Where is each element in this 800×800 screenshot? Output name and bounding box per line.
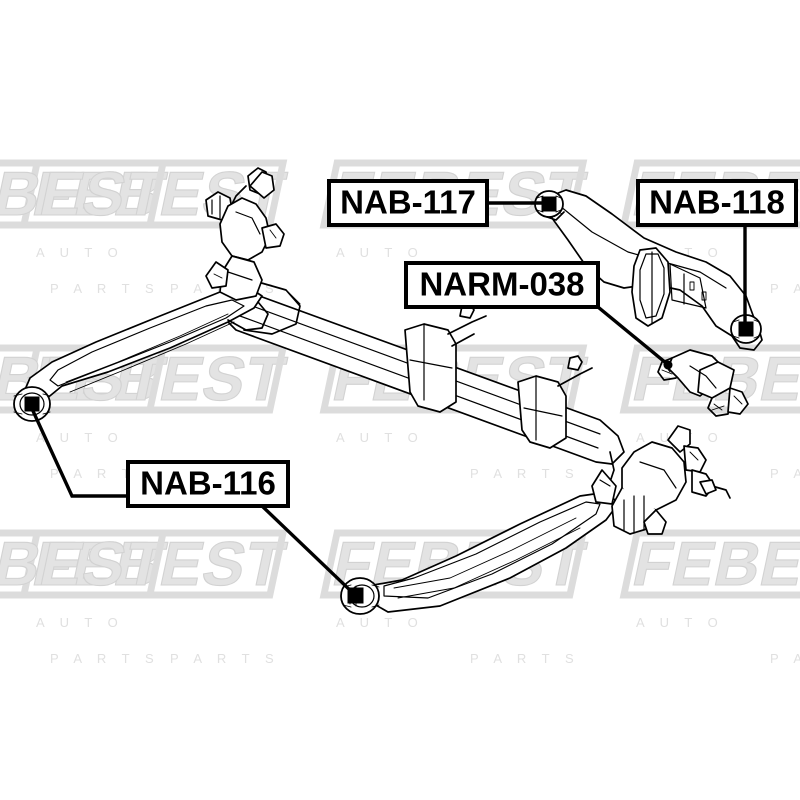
bushing-nab-116-left	[13, 386, 51, 422]
leader-narm-038	[595, 304, 669, 366]
bushing-nab-117	[534, 190, 564, 218]
callout-nab-117-label: NAB-117	[340, 184, 476, 221]
callout-nab-118-label: NAB-118	[649, 184, 785, 221]
callout-narm-038-box	[404, 261, 600, 309]
part-spring-seat-bracket-2	[517, 355, 593, 449]
part-link-arm	[657, 349, 749, 417]
callout-nab-116-box	[126, 460, 290, 508]
callout-nab-116[interactable]: NAB-116	[126, 460, 290, 508]
leader-nab-116-left	[30, 408, 130, 498]
leader-lines	[30, 201, 747, 596]
callout-nab-118[interactable]: NAB-118	[636, 179, 798, 227]
callout-nab-117[interactable]: NAB-117	[327, 179, 489, 227]
callout-nab-117-box	[327, 179, 489, 227]
part-trailing-arm-left	[23, 287, 269, 405]
leader-nab-116-right	[259, 503, 356, 596]
callout-nab-118-box	[636, 179, 798, 227]
callout-narm-038[interactable]: NARM-038	[404, 261, 600, 309]
callout-nab-116-label: NAB-116	[140, 465, 276, 502]
callout-narm-038-label: NARM-038	[419, 266, 584, 303]
part-hub-carrier-left	[205, 167, 285, 301]
part-hub-carrier-right	[591, 425, 731, 535]
